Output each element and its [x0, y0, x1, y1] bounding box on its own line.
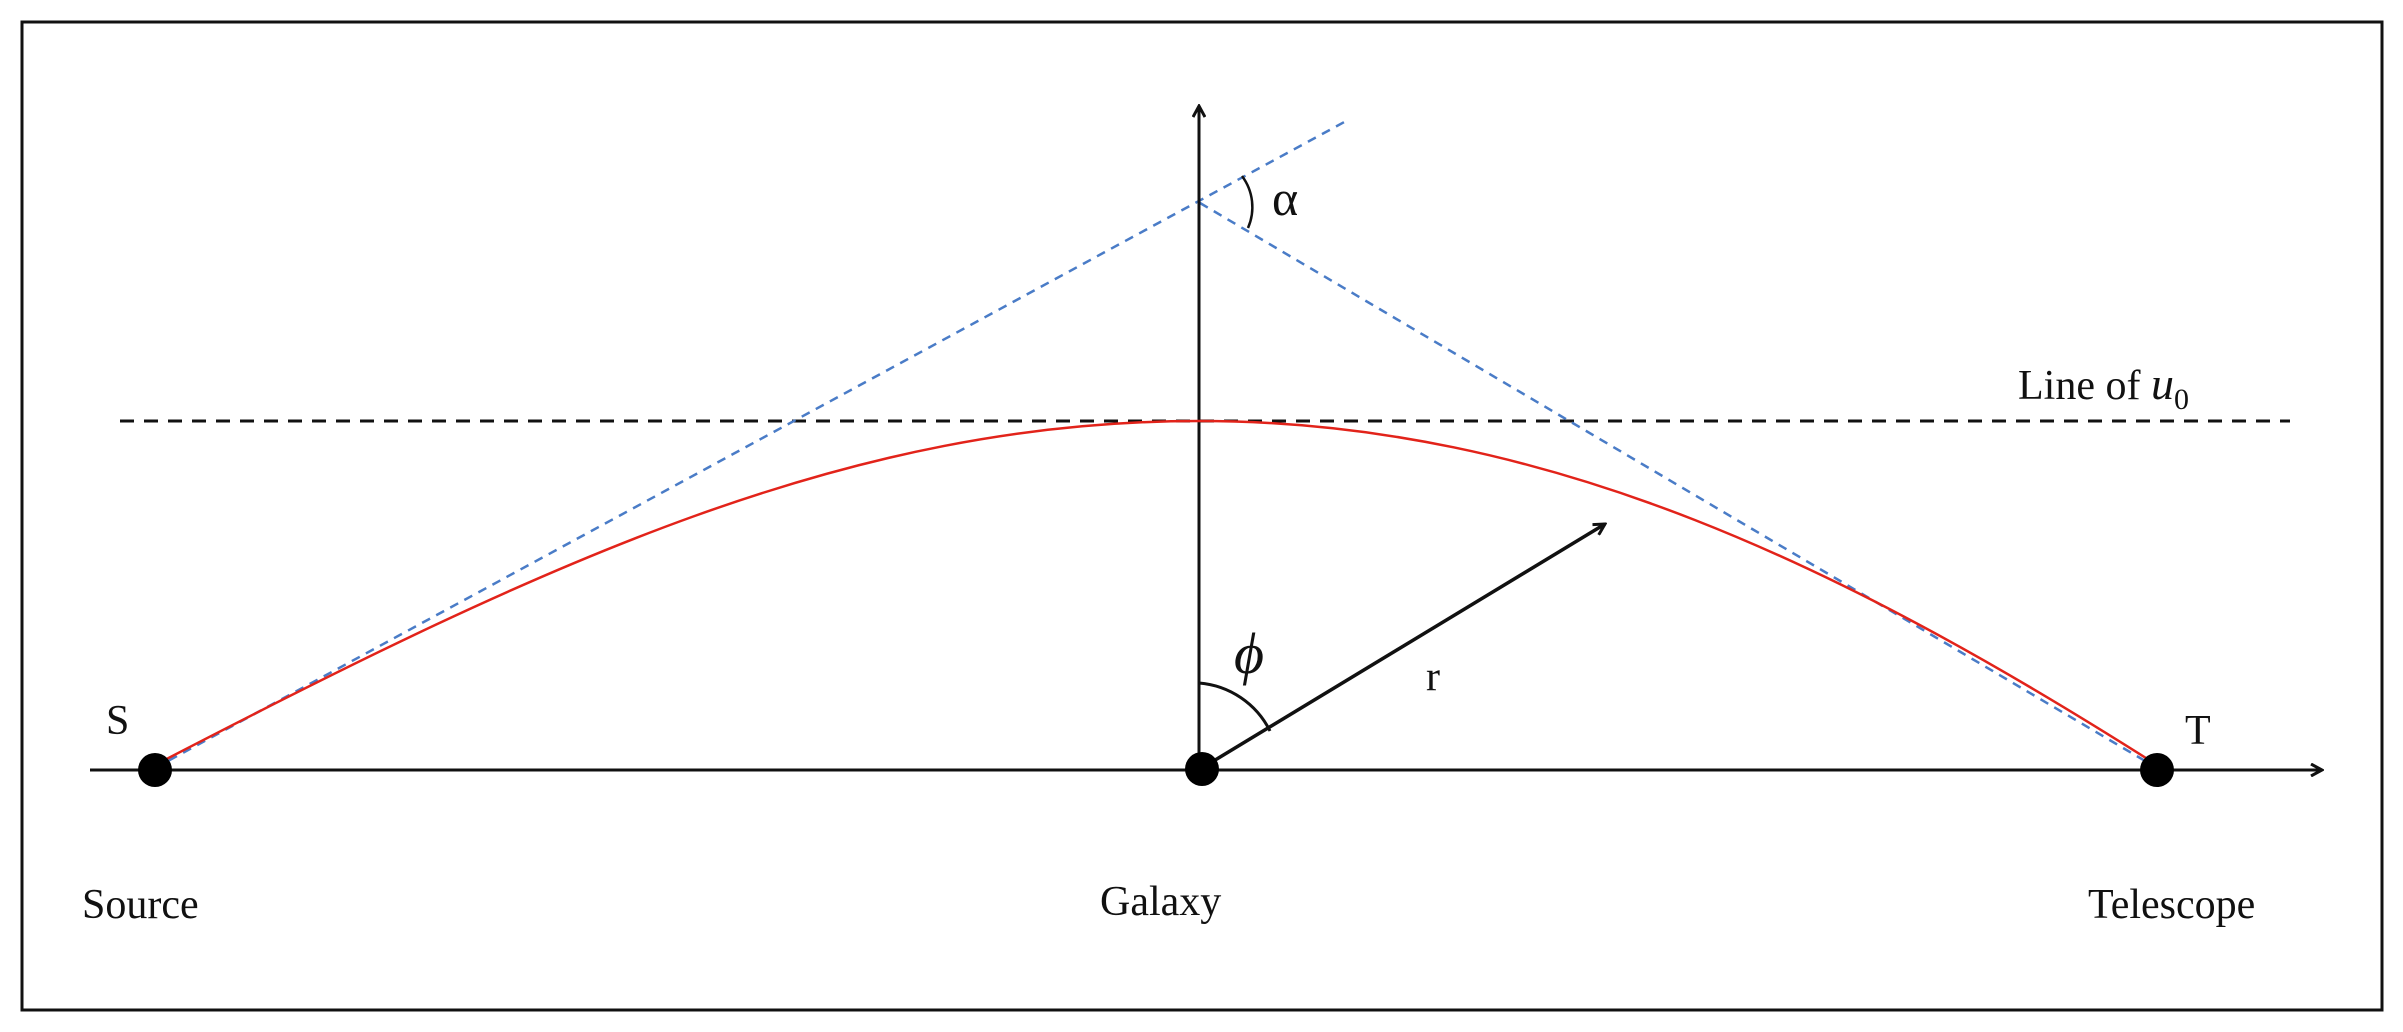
figure-frame	[20, 20, 2384, 1012]
u0-line-prefix: Line of	[2018, 363, 2151, 409]
alpha-angle-arc	[1240, 175, 1254, 229]
telescope-point	[2140, 753, 2174, 787]
source-label: Source	[82, 882, 199, 928]
galaxy-label: Galaxy	[1100, 879, 1221, 925]
s-point-label: S	[106, 698, 129, 744]
source-point	[138, 753, 172, 787]
phi-angle-arc	[1198, 681, 1272, 732]
alpha-label: α	[1272, 170, 1298, 226]
u0-line-subscript: 0	[2174, 383, 2189, 416]
u0-line-variable: u	[2151, 358, 2174, 409]
u0-line-label: Line of u0	[2018, 358, 2189, 416]
telescope-label: Telescope	[2088, 882, 2255, 928]
asymptote-source-line	[154, 118, 1349, 770]
t-point-label: T	[2185, 708, 2211, 754]
phi-label: ϕ	[1234, 621, 1264, 686]
light-path-curve	[154, 419, 2158, 767]
galaxy-point	[1185, 752, 1219, 786]
r-label: r	[1426, 654, 1440, 700]
